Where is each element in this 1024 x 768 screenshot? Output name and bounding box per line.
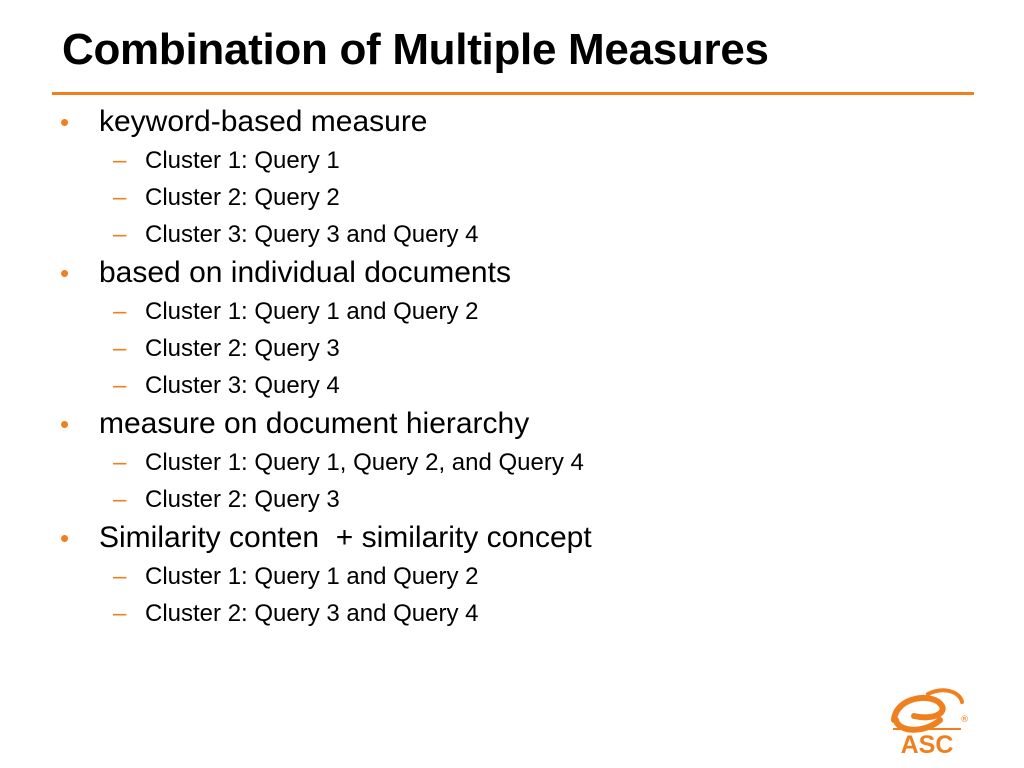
slide-title: Combination of Multiple Measures — [62, 25, 769, 74]
sub-bullet-text: Cluster 3: Query 3 and Query 4 — [145, 221, 479, 248]
bullet-item: • measure on document hierarchy — [0, 404, 1024, 444]
sub-bullet-item: –Cluster 2: Query 3 and Query 4 — [0, 595, 1024, 632]
sub-bullet-item: –Cluster 1: Query 1, Query 2, and Query … — [0, 444, 1024, 481]
bullet-text: based on individual documents — [99, 256, 511, 289]
bullet-item: • keyword-based measure — [0, 102, 1024, 142]
sub-bullet-text: Cluster 1: Query 1 — [145, 147, 340, 174]
registered-mark: ® — [960, 715, 969, 725]
sub-bullet-item: –Cluster 1: Query 1 and Query 2 — [0, 558, 1024, 595]
dash-icon: – — [113, 184, 127, 211]
dash-icon: – — [113, 449, 127, 476]
bullet-text: keyword-based measure — [99, 105, 428, 138]
bullet-dot-icon: • — [60, 523, 70, 553]
sub-bullet-text: Cluster 1: Query 1, Query 2, and Query 4 — [145, 449, 584, 476]
sub-bullet-text: Cluster 1: Query 1 and Query 2 — [145, 298, 479, 325]
bullet-group-documents: •based on individual documents –Cluster … — [0, 253, 1024, 404]
bullet-group-keyword: •keyword-based measure –Cluster 1: Query… — [0, 102, 1024, 253]
bullet-dot-icon: • — [60, 409, 70, 439]
dash-icon: – — [113, 486, 127, 513]
sub-bullet-item: –Cluster 1: Query 1 — [0, 142, 1024, 179]
bullet-item: • based on individual documents — [0, 253, 1024, 293]
bullet-text: measure on document hierarchy — [99, 407, 530, 440]
bullet-dot-icon: • — [60, 258, 70, 288]
sub-bullet-item: –Cluster 2: Query 3 — [0, 330, 1024, 367]
sub-bullet-text: Cluster 2: Query 2 — [145, 184, 340, 211]
sub-bullet-item: –Cluster 3: Query 4 — [0, 367, 1024, 404]
bullet-dot-icon: • — [60, 107, 70, 137]
dash-icon: – — [113, 298, 127, 325]
bullet-item: • Similarity conten + similarity concept — [0, 518, 1024, 558]
dash-icon: – — [113, 221, 127, 248]
sub-bullet-text: Cluster 2: Query 3 and Query 4 — [145, 600, 479, 627]
dash-icon: – — [113, 372, 127, 399]
bullet-text: Similarity conten + similarity concept — [99, 521, 592, 554]
sub-bullet-text: Cluster 2: Query 3 — [145, 335, 340, 362]
bullet-group-similarity: •Similarity conten + similarity concept … — [0, 518, 1024, 632]
sub-bullet-item: –Cluster 2: Query 3 — [0, 481, 1024, 518]
slide-content: •keyword-based measure –Cluster 1: Query… — [0, 102, 1024, 632]
dash-icon: – — [113, 563, 127, 590]
dash-icon: – — [113, 147, 127, 174]
title-underline — [52, 92, 974, 95]
bullet-group-hierarchy: • measure on document hierarchy –Cluster … — [0, 404, 1024, 518]
sub-bullet-item: –Cluster 1: Query 1 and Query 2 — [0, 293, 1024, 330]
logo-text: ASC — [893, 728, 961, 760]
dash-icon: – — [113, 600, 127, 627]
sub-bullet-text: Cluster 2: Query 3 — [145, 486, 340, 513]
sub-bullet-item: –Cluster 3: Query 3 and Query 4 — [0, 216, 1024, 253]
sub-bullet-text: Cluster 3: Query 4 — [145, 372, 340, 399]
sub-bullet-item: –Cluster 2: Query 2 — [0, 179, 1024, 216]
dash-icon: – — [113, 335, 127, 362]
sub-bullet-text: Cluster 1: Query 1 and Query 2 — [145, 563, 479, 590]
